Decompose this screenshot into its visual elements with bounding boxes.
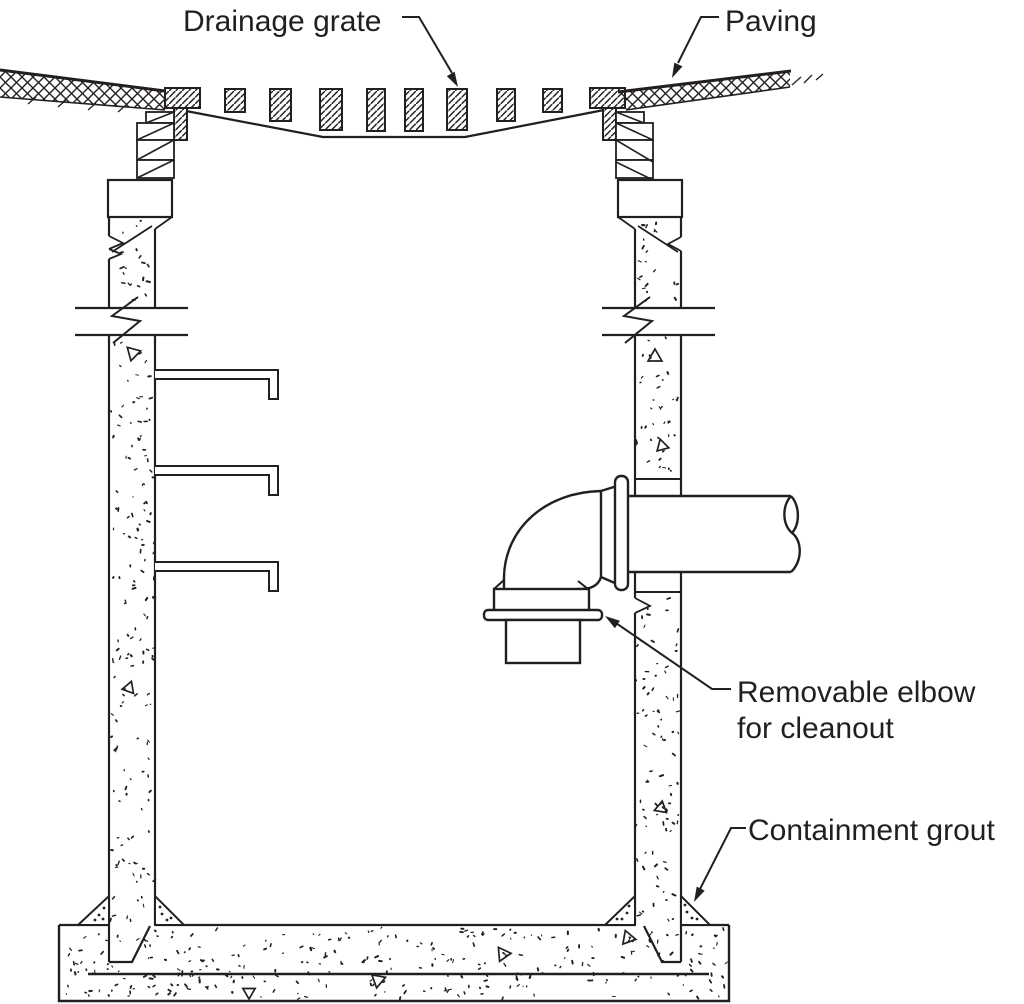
- paving-right-hatch: [620, 71, 790, 110]
- right-wall-break-lines: [602, 306, 715, 337]
- right-wall-break-zigzag: [621, 296, 655, 344]
- right-wall-edge-notch: [666, 236, 682, 252]
- pipe-sleeve-lines: [635, 478, 681, 593]
- grate-bar: [269, 88, 292, 122]
- label-drainage-grate: Drainage grate: [183, 5, 381, 38]
- leader-paving: [672, 16, 719, 78]
- leader-removable-elbow: [605, 616, 731, 690]
- left-wall-break-lines: [75, 306, 188, 337]
- paving-left: [0, 68, 166, 113]
- right-wall: [602, 178, 715, 962]
- paving-right-underside: [625, 86, 791, 111]
- arrowhead-removable-elbow: [605, 616, 620, 629]
- label-paving: Paving: [725, 5, 817, 38]
- grate-frame-left: [136, 87, 201, 179]
- paving-left-underside: [0, 96, 166, 111]
- adjusting-courses-right: [615, 111, 654, 181]
- removable-elbow: [482, 474, 630, 665]
- left-wall-corbel: [111, 216, 173, 253]
- grate-gutter-line: [185, 108, 605, 139]
- grout-fillet-right-inner: [602, 893, 636, 926]
- right-wall-foot: [643, 925, 681, 964]
- elbow-bell-flange: [482, 608, 604, 622]
- step-rungs: [155, 369, 279, 592]
- annotations: Drainage grate Paving Removable elbow fo…: [183, 5, 995, 902]
- elbow-outer-curve: [502, 489, 602, 589]
- cleanout-stub: [504, 618, 582, 665]
- grate-bar: [446, 88, 468, 131]
- grate-bar: [319, 88, 343, 131]
- left-wall-edge-notch: [108, 235, 126, 260]
- adjusting-courses-left: [136, 111, 175, 179]
- grout-fillet-left-inner: [154, 893, 187, 926]
- ground-surface-left: [0, 68, 166, 93]
- grate-bar: [224, 88, 246, 113]
- aggregate-symbols: [120, 346, 671, 1001]
- paving-right-ticks: [791, 73, 824, 86]
- right-wall-pipe-notch: [634, 597, 653, 614]
- left-wall-break-zigzag: [109, 296, 143, 344]
- label-containment-grout: Containment grout: [748, 814, 995, 847]
- grout-fillets: [75, 893, 713, 926]
- grate-bar: [542, 88, 563, 113]
- elbow-bell-chamfers: [493, 579, 589, 590]
- concrete-stipple: [65, 184, 728, 1001]
- elbow-bell-collar: [492, 587, 591, 613]
- arrowhead-paving: [672, 62, 683, 78]
- label-removable-elbow-line1: Removable elbow: [737, 676, 976, 709]
- slab-outline: [57, 925, 731, 1003]
- frame-bar-left: [164, 87, 201, 109]
- elbow-hub-ring: [613, 474, 630, 592]
- base-slab: [57, 893, 731, 1003]
- grate-bar: [366, 88, 386, 132]
- elbow-body: [504, 491, 601, 589]
- frame-bar-right: [589, 87, 626, 109]
- leader-containment-grout: [694, 827, 746, 902]
- arrowhead-containment-grout: [694, 886, 705, 902]
- label-removable-elbow-line2: for cleanout: [737, 712, 894, 745]
- grout-fillet-left-outer: [75, 893, 110, 926]
- inlet-pipe: [622, 494, 801, 574]
- step-rung: [155, 561, 279, 592]
- paving-right: [617, 69, 824, 111]
- left-wall: [75, 178, 188, 962]
- grate-bar: [404, 88, 424, 132]
- frame-leg-left: [173, 107, 188, 141]
- right-wall-corbel: [617, 216, 679, 253]
- pipe-walls: [622, 494, 791, 574]
- leader-drainage-grate: [402, 16, 458, 87]
- grout-fillet-right-outer: [680, 893, 713, 926]
- pipe-break-symbol: [783, 495, 801, 573]
- grate-frame-right: [589, 87, 654, 181]
- ground-surface-right: [617, 69, 792, 94]
- arrowhead-drainage-grate: [446, 71, 458, 87]
- left-wall-foot: [109, 925, 151, 964]
- step-rung: [155, 369, 279, 400]
- step-rung: [155, 465, 279, 496]
- left-wall-top-block: [106, 178, 174, 219]
- right-wall-top-block: [616, 178, 684, 219]
- drainage-grate: [185, 88, 605, 139]
- grate-bar: [496, 88, 516, 122]
- frame-leg-right: [602, 107, 617, 141]
- paving-left-ticks: [27, 96, 127, 113]
